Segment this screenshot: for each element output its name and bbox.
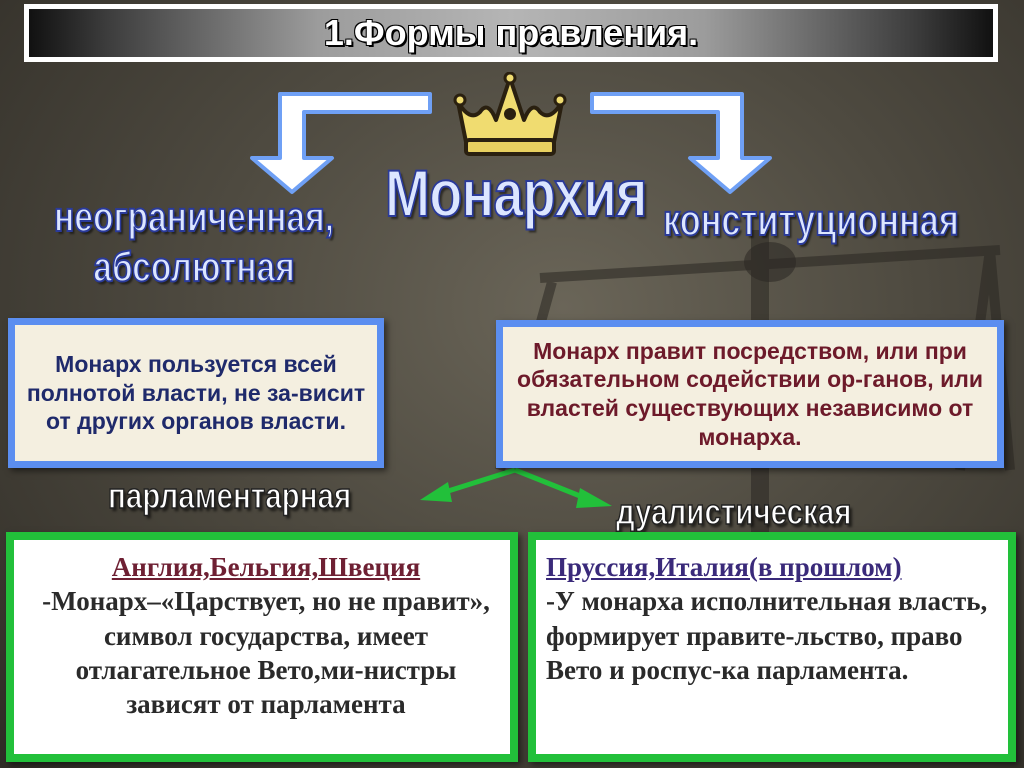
crown-icon [453, 72, 567, 156]
constitutional-monarchy-label: конституционная [662, 196, 959, 245]
absolute-definition-text: Монарх пользуется всей полнотой власти, … [26, 350, 366, 435]
absolute-definition-box: Монарх пользуется всей полнотой власти, … [8, 318, 384, 468]
parliamentary-info-box: Англия,Бельгия,Швеция -Монарх–«Царствует… [6, 532, 518, 762]
dualistic-label: дуалистическая [615, 491, 852, 532]
monarchy-label: Монархия [384, 156, 648, 230]
left-arrow-icon [250, 92, 432, 194]
dualistic-info-box: Пруссия,Италия(в прошлом) -У монарха исп… [528, 532, 1016, 762]
absolute-label-line1: неограниченная, [53, 192, 335, 241]
parliamentary-label: парламентарная [107, 475, 352, 516]
dualistic-countries: Пруссия,Италия(в прошлом) [546, 552, 902, 582]
constitutional-definition-box: Монарх правит посредством, или при обяза… [496, 320, 1004, 468]
right-arrow-icon [590, 92, 772, 194]
absolute-label-line2: абсолютная [92, 242, 295, 291]
constitutional-definition-text: Монарх правит посредством, или при обяза… [517, 337, 983, 450]
parliamentary-description: -Монарх–«Царствует, но не правит», симво… [42, 586, 490, 720]
title-bar: 1.Формы правления. [24, 4, 998, 62]
dualistic-description: -У монарха исполнительная власть, формир… [546, 586, 988, 685]
page-title: 1.Формы правления. [323, 12, 699, 53]
absolute-monarchy-label: неограниченная, абсолютная [30, 192, 358, 293]
split-arrow-icon [420, 467, 612, 508]
parliamentary-countries: Англия,Бельгия,Швеция [111, 552, 421, 582]
